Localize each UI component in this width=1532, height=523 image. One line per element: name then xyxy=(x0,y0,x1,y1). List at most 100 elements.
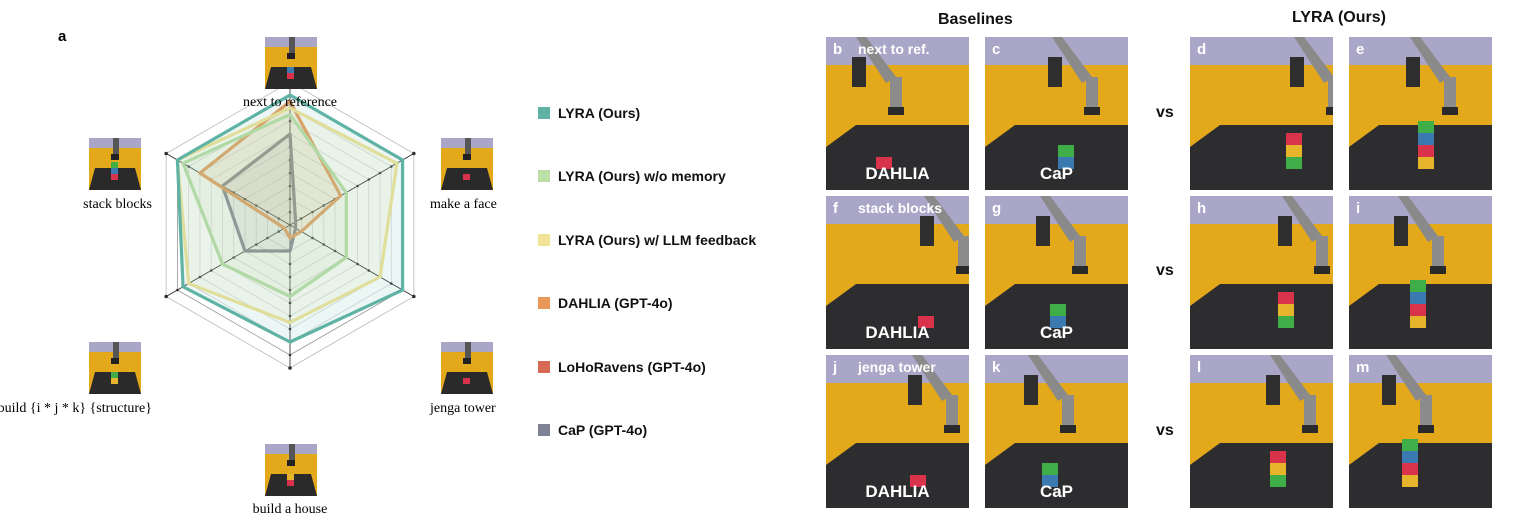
radar-tick xyxy=(378,171,382,175)
radar-tick xyxy=(288,119,292,123)
scene-image xyxy=(985,355,1128,508)
axis-label: build a house xyxy=(253,502,328,517)
radar-tick xyxy=(322,204,326,207)
legend-item-lyra-no-memory: LYRA (Ours) w/o memory xyxy=(538,167,726,185)
tile-letter: g xyxy=(992,200,1002,217)
scene-image xyxy=(1190,37,1333,190)
radar-tick xyxy=(299,217,303,220)
thumb-next-to-reference xyxy=(265,37,317,89)
scene-image xyxy=(826,37,969,190)
radar-tick xyxy=(176,288,179,292)
scene-image xyxy=(1190,355,1333,508)
legend-swatch xyxy=(538,361,550,373)
legend-label: LYRA (Ours) xyxy=(558,105,641,121)
scene-tile-d: d xyxy=(1190,37,1333,190)
vs-label: vs xyxy=(1156,104,1174,121)
radar-tick xyxy=(412,294,416,299)
tile-letter: d xyxy=(1197,41,1207,58)
legend-item-cap: CaP (GPT-4o) xyxy=(538,421,647,439)
legend-item-dahlia: DAHLIA (GPT-4o) xyxy=(538,294,673,312)
legend-item-lyra: LYRA (Ours) xyxy=(538,104,640,122)
tile-method-label: DAHLIA xyxy=(865,323,930,342)
axis-label: next to reference xyxy=(243,95,337,110)
radar-tick xyxy=(277,230,281,233)
scene-image xyxy=(1349,37,1492,190)
radar-tick xyxy=(367,178,371,181)
radar-tick xyxy=(390,282,393,285)
radar-tick xyxy=(288,184,292,188)
thumb-stack-blocks xyxy=(89,138,141,190)
ours-header: LYRA (Ours) xyxy=(1292,9,1386,26)
panel-a-label: a xyxy=(58,28,67,45)
tile-method-label: CaP xyxy=(1039,323,1074,342)
radar-tick xyxy=(333,249,337,253)
radar-spoke xyxy=(165,153,291,226)
radar-tick xyxy=(198,275,202,279)
axis-label: stack blocks xyxy=(83,197,152,212)
radar-tick xyxy=(232,256,236,259)
tile-letter: c xyxy=(992,41,1001,58)
radar-tick xyxy=(254,243,258,246)
tile-letter: e xyxy=(1356,41,1365,58)
radar-tick xyxy=(288,314,292,318)
radar-tick xyxy=(266,210,269,214)
thumb-jenga-tower xyxy=(441,342,493,394)
baselines-header: Baselines xyxy=(938,11,1013,28)
radar-tick xyxy=(288,262,292,266)
legend-label: DAHLIA (GPT-4o) xyxy=(558,295,673,311)
radar-tick xyxy=(412,151,416,156)
tile-letter: b xyxy=(833,41,843,58)
scene-tile-m: m xyxy=(1349,355,1492,508)
thumb-build-a-house xyxy=(265,444,317,496)
radar-tick xyxy=(209,269,213,272)
radar-chart: next to reference make a face jenga tower b… xyxy=(0,37,497,517)
thumb-build-structure xyxy=(89,342,141,394)
tile-task-label: stack blocks xyxy=(858,200,943,216)
radar-tick xyxy=(288,366,292,370)
radar-tick xyxy=(277,217,281,220)
radar-tick xyxy=(288,288,292,292)
tile-method-label: DAHLIA xyxy=(865,482,930,501)
legend-label: LoHoRavens (GPT-4o) xyxy=(558,359,706,375)
tile-method-label: DAHLIA xyxy=(865,164,930,183)
axis-label: build {i * j * k} {structure} xyxy=(0,401,152,416)
axis-label: make a face xyxy=(430,197,497,212)
legend-label: CaP (GPT-4o) xyxy=(558,422,648,438)
radar-tick xyxy=(288,301,292,305)
radar-tick xyxy=(288,275,292,279)
tile-letter: h xyxy=(1197,200,1207,217)
legend-label: LYRA (Ours) w/ LLM feedback xyxy=(558,232,757,248)
tile-letter: l xyxy=(1197,359,1202,376)
legend-label: LYRA (Ours) w/o memory xyxy=(558,168,726,184)
radar-tick xyxy=(243,197,247,201)
radar-tick xyxy=(356,262,359,266)
radar-tick xyxy=(367,269,371,272)
legend-item-lohoravens: LoHoRavens (GPT-4o) xyxy=(538,358,706,376)
tile-letter: i xyxy=(1356,200,1361,217)
scene-image xyxy=(1349,355,1492,508)
tile-method-label: CaP xyxy=(1039,482,1074,501)
radar-tick xyxy=(288,197,292,201)
legend-swatch xyxy=(538,297,550,309)
scene-image xyxy=(1190,196,1333,349)
radar-tick xyxy=(164,151,168,156)
scene-image xyxy=(1349,196,1492,349)
legend-swatch xyxy=(538,424,550,436)
scene-image xyxy=(826,196,969,349)
tile-letter: m xyxy=(1356,359,1370,376)
radar-tick xyxy=(164,294,168,299)
radar-tick xyxy=(311,236,314,240)
radar-tick xyxy=(288,327,292,331)
radar-tick xyxy=(288,171,292,175)
vs-label: vs xyxy=(1156,262,1174,279)
series-1 xyxy=(181,112,348,299)
legend-swatch xyxy=(538,170,550,182)
radar-spoke xyxy=(289,224,415,297)
axis-label: jenga tower xyxy=(429,401,496,416)
tile-method-label: CaP xyxy=(1039,164,1074,183)
